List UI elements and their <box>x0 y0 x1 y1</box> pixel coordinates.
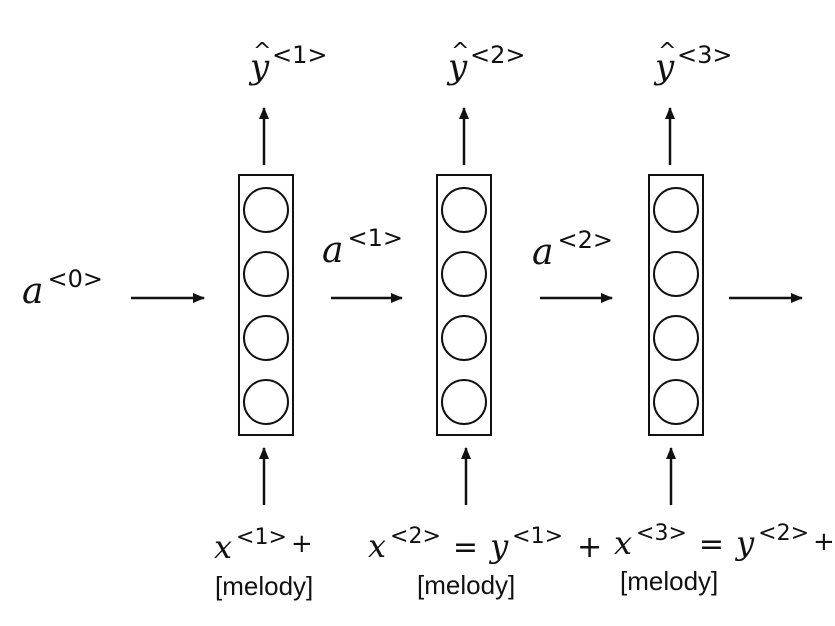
input-label-3: x <3> = y <2> + <box>614 521 835 562</box>
cell-1-unit-1 <box>243 187 289 233</box>
activation-0-base: a <box>22 271 43 312</box>
input-2-x: x <box>368 527 386 565</box>
input-label-1: x <1> + <box>214 525 313 566</box>
input-3-x-sup: <3> <box>636 521 687 546</box>
input-3-plus: + <box>813 527 835 557</box>
input-1-melody: [melody] <box>215 571 313 601</box>
input-2-equals: = <box>453 530 478 565</box>
cell-3-box <box>648 174 704 436</box>
cell-2-unit-1 <box>441 187 487 233</box>
output-label-2: y ^ <2> <box>446 39 526 87</box>
input-label-2: x <2> = y <1> + <box>368 524 602 565</box>
cell-1-unit-4 <box>243 379 289 425</box>
input-2-melody: [melody] <box>417 570 515 600</box>
cell-2-box <box>436 174 492 436</box>
rnn-cell-3 <box>648 174 704 436</box>
cell-2-unit-4 <box>441 379 487 425</box>
activation-2-sup: <2> <box>557 226 613 254</box>
input-1-x: x <box>214 528 232 566</box>
input-2-y: y <box>488 527 509 565</box>
rnn-cell-1 <box>238 174 294 436</box>
input-3-y: y <box>734 524 755 562</box>
output-1-hat: ^ <box>253 39 271 64</box>
activation-label-1: a <1> <box>322 224 403 271</box>
input-3-x: x <box>614 524 632 562</box>
input-3-y-sup: <2> <box>758 521 809 546</box>
output-3-sup: <3> <box>677 41 733 69</box>
cell-1-unit-3 <box>243 315 289 361</box>
activation-1-sup: <1> <box>347 224 403 252</box>
output-2-hat: ^ <box>451 39 469 64</box>
input-2-x-sup: <2> <box>390 524 441 549</box>
cell-3-unit-3 <box>653 315 699 361</box>
cell-2-unit-2 <box>441 251 487 297</box>
output-3-hat: ^ <box>658 39 676 64</box>
cell-2-unit-3 <box>441 315 487 361</box>
input-2-y-sup: <1> <box>512 524 563 549</box>
input-3-equals: = <box>699 527 724 562</box>
cell-3-unit-4 <box>653 379 699 425</box>
cell-3-unit-2 <box>653 251 699 297</box>
output-2-sup: <2> <box>470 41 526 69</box>
activation-0-sup: <0> <box>47 265 103 293</box>
activation-2-base: a <box>532 232 553 273</box>
activation-1-base: a <box>322 230 343 271</box>
cell-1-unit-2 <box>243 251 289 297</box>
activation-label-2: a <2> <box>532 226 613 273</box>
activation-label-0: a <0> <box>22 265 103 312</box>
output-1-sup: <1> <box>272 41 328 69</box>
output-label-1: y ^ <1> <box>248 39 328 87</box>
output-1-base: y <box>248 47 270 87</box>
rnn-cell-2 <box>436 174 492 436</box>
output-label-3: y ^ <3> <box>653 39 733 87</box>
output-2-base: y <box>446 47 468 87</box>
input-1-x-sup: <1> <box>236 525 287 550</box>
cell-1-box <box>238 174 294 436</box>
cell-3-unit-1 <box>653 187 699 233</box>
input-1-plus: + <box>291 529 313 559</box>
input-2-plus: + <box>577 530 602 565</box>
output-3-base: y <box>653 47 675 87</box>
input-3-melody: [melody] <box>620 566 718 596</box>
